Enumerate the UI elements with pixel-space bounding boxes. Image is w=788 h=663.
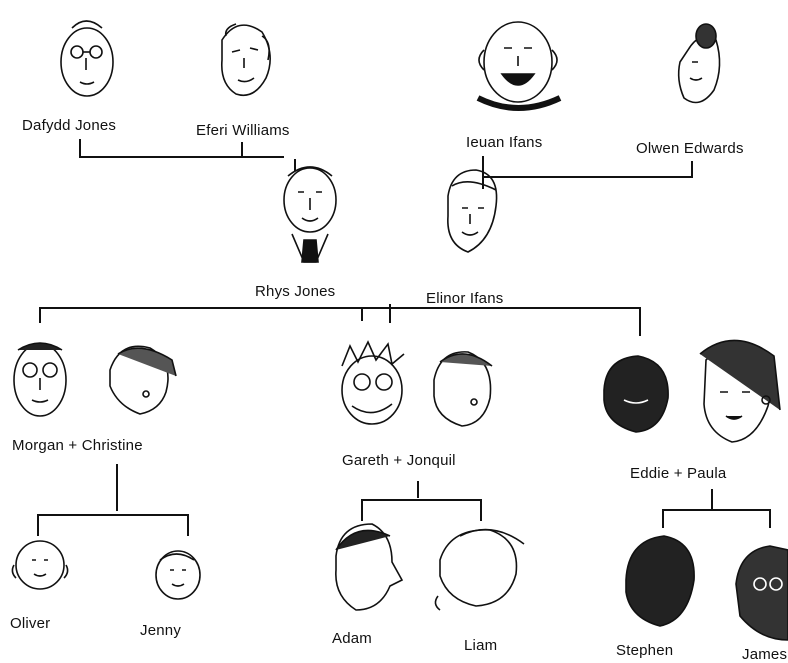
woman-earrings-face-icon	[699, 339, 781, 443]
woman-face-icon	[447, 169, 498, 253]
baby-face-icon	[155, 550, 201, 600]
bald-man-glasses-face-icon	[60, 20, 114, 97]
connector-grandparents-left	[79, 139, 296, 171]
child-name: Stephen	[616, 642, 674, 659]
older-woman-face-icon	[220, 23, 271, 97]
baby-face-icon	[11, 540, 69, 590]
couple-label: Gareth + Jonquil	[342, 452, 456, 469]
dark-boy-face-icon	[625, 535, 695, 627]
grandparent-name: Olwen Edwards	[636, 140, 744, 157]
woman-side-face-icon	[433, 351, 493, 427]
connector-eddie-children	[662, 489, 771, 528]
connector-morgan-children	[37, 464, 189, 536]
connector-grandparents-right	[482, 156, 693, 189]
laughing-man-face-icon	[476, 21, 562, 111]
spiky-hair-man-face-icon	[341, 340, 405, 425]
dark-man-face-icon	[603, 355, 669, 433]
couple-label: Eddie + Paula	[630, 465, 727, 482]
couple-label: Morgan + Christine	[12, 437, 143, 454]
man-tie-face-icon	[283, 166, 337, 263]
grandparent-name: Eferi Williams	[196, 122, 290, 139]
woman-side-face-icon	[109, 345, 177, 415]
connector-gareth-children	[361, 481, 482, 521]
child-name: James	[742, 646, 788, 663]
parent-name: Rhys Jones	[255, 283, 336, 300]
dark-boy-face-icon	[735, 545, 788, 641]
grandparent-name: Dafydd Jones	[22, 117, 117, 134]
grandparent-name: Ieuan Ifans	[466, 134, 543, 151]
boy-profile-face-icon	[434, 528, 525, 611]
boy-profile-face-icon	[335, 523, 404, 611]
child-name: Oliver	[10, 615, 51, 632]
child-name: Liam	[464, 637, 498, 654]
child-name: Jenny	[140, 622, 182, 639]
woman-bun-face-icon	[677, 23, 721, 104]
connector-parents-children	[39, 304, 641, 336]
child-name: Adam	[332, 630, 372, 647]
parent-name: Elinor Ifans	[426, 290, 504, 307]
man-glasses-face-icon	[13, 342, 67, 417]
